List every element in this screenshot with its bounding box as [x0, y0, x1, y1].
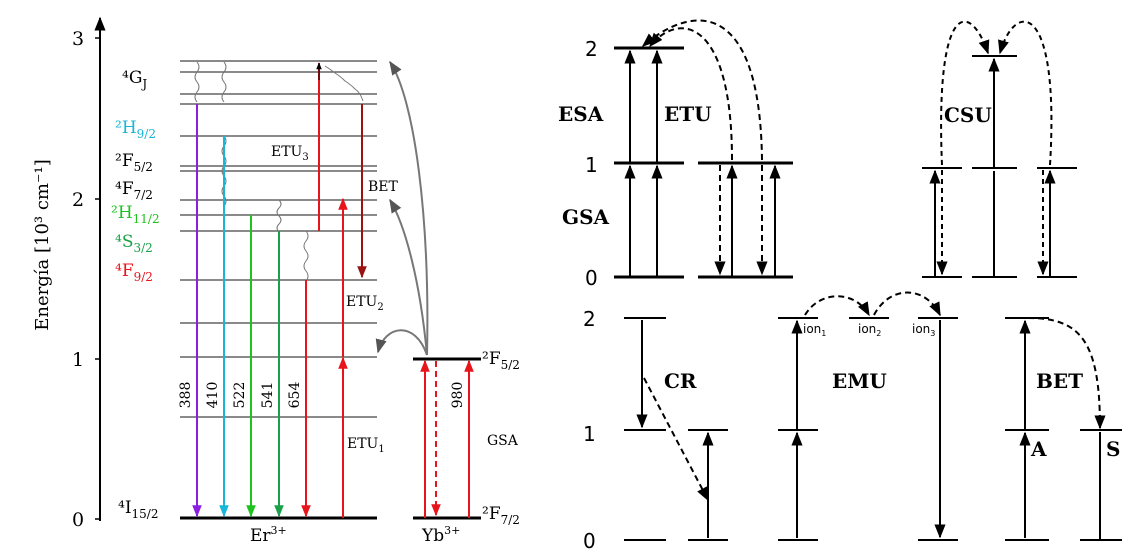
level-number: 2 — [583, 307, 596, 331]
y-tick-label: 1 — [72, 349, 84, 371]
er-level-label: ⁴S3/2 — [115, 232, 153, 255]
emission-wavelength-label: 410 — [205, 382, 221, 409]
bet-label: BET — [368, 179, 399, 195]
bet-label: BET — [1036, 369, 1083, 393]
level-number: 1 — [583, 422, 596, 446]
emission-wavelength-label: 522 — [232, 382, 248, 409]
s-label: S — [1106, 437, 1120, 461]
left-panel: 0 1 2 3 Energía [10³ cm⁻¹] — [32, 16, 520, 546]
energy-transfer-arrows — [375, 60, 429, 356]
emission-wavelength-label: 541 — [260, 382, 276, 409]
level-number: 0 — [585, 266, 598, 290]
csu-label: CSU — [944, 103, 992, 127]
emission-wavelength-label: 388 — [178, 382, 194, 409]
etu3-label: ETU3 — [271, 144, 309, 163]
y-ticks — [95, 37, 100, 520]
level-number: 2 — [585, 37, 598, 61]
ion-label: ion2 — [858, 322, 881, 338]
gsa-label: GSA — [562, 205, 610, 229]
y-tick-label: 2 — [72, 189, 84, 211]
gsa-label: GSA — [487, 433, 519, 449]
etu2-label: ETU2 — [346, 294, 384, 313]
esa-label: ESA — [558, 102, 604, 126]
yb-ion-label: Yb3+ — [421, 524, 460, 546]
right-top-panel: 2 1 0 ESA GSA ETU — [558, 19, 1077, 290]
er-level-label: ²H11/2 — [111, 203, 160, 226]
emission-wavelength-label: 654 — [287, 382, 303, 409]
a-label: A — [1030, 437, 1047, 461]
y-axis-title: Energía [10³ cm⁻¹] — [32, 159, 53, 330]
cr-label: CR — [664, 369, 697, 393]
right-bottom-panel: 2 1 0 CR ion1 ion2 ion3 EMU — [583, 291, 1122, 553]
yb-level-label: ²F7/2 — [482, 504, 520, 527]
etu-label: ETU — [664, 102, 712, 126]
er-level-label: ⁴F9/2 — [115, 261, 153, 284]
er-level-label: ⁴GJ — [122, 68, 147, 91]
etu1-label: ETU1 — [347, 436, 385, 455]
level-number: 0 — [583, 529, 596, 553]
ion-label: ion1 — [803, 322, 826, 338]
er-ion-label: Er3+ — [250, 524, 287, 546]
er-level-label: ⁴F7/2 — [115, 179, 153, 202]
er-level-label: ²H9/2 — [115, 118, 156, 141]
y-tick-label: 0 — [72, 509, 84, 531]
level-number: 1 — [585, 153, 598, 177]
emu-label: EMU — [832, 369, 887, 393]
y-tick-label: 3 — [72, 28, 84, 50]
yb-level-label: ²F5/2 — [482, 349, 520, 372]
er-level-label: ²F5/2 — [115, 151, 153, 174]
yb-pump-label: 980 — [450, 382, 466, 409]
er-level-label: ⁴I15/2 — [118, 498, 158, 521]
ion-label: ion3 — [912, 322, 935, 338]
er-level-lines — [180, 60, 377, 418]
